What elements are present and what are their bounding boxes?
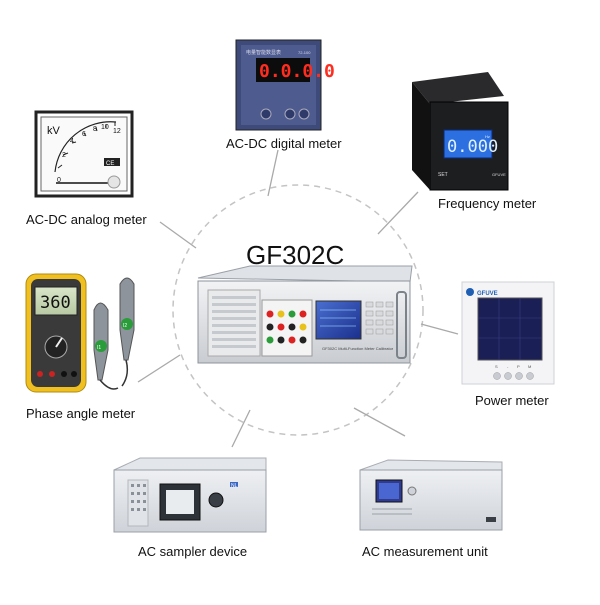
analog-meter: kV 0 2 4 6 8 10 12 CE — [34, 110, 134, 198]
calibrator-screen — [315, 300, 362, 340]
connector-sampler — [231, 409, 251, 448]
connector-power — [420, 323, 459, 335]
power-key-s: S — [495, 364, 498, 369]
digital-meter-model: 72-100 — [298, 50, 311, 55]
clamp-label-2: I2 — [123, 323, 127, 329]
analog-tick-4: 4 — [70, 138, 74, 145]
terminal-sockets — [266, 310, 307, 344]
gf302c-device: GF302C Multi-Function Meter Calibrator — [197, 265, 413, 364]
label-frequency-meter: Frequency meter — [438, 196, 537, 211]
frequency-meter: 0.000 Hz SET GFUVE — [412, 72, 509, 191]
connector-measure — [353, 407, 406, 437]
phase-angle-meter: 360 I1 I2 — [25, 273, 135, 393]
analog-tick-0: 0 — [57, 177, 61, 184]
connector-analog — [159, 221, 197, 249]
ac-sampler-device: NL — [113, 457, 267, 533]
analog-tick-2: 2 — [62, 152, 66, 159]
power-meter: GFUVE S - P M — [461, 281, 555, 385]
frequency-display: 0.000 — [447, 137, 498, 157]
analog-tick-12: 12 — [113, 128, 121, 135]
connector-frequency — [377, 191, 419, 235]
label-analog-meter: AC-DC analog meter — [26, 212, 147, 227]
analog-meter-unit: kV — [47, 125, 61, 137]
ac-measurement-unit — [359, 459, 503, 531]
frequency-unit: Hz — [485, 134, 490, 139]
label-power-meter: Power meter — [475, 393, 549, 408]
frequency-set-key: SET — [438, 172, 448, 178]
power-key-p: P — [517, 364, 520, 369]
power-key-m: M — [528, 364, 531, 369]
digital-meter-display: 0.0.0.0 — [259, 61, 335, 82]
analog-tick-8: 8 — [93, 126, 97, 133]
power-key-minus: - — [507, 364, 509, 369]
connector-lines — [137, 149, 459, 448]
label-phase-angle-meter: Phase angle meter — [26, 406, 136, 421]
keypad — [365, 301, 394, 335]
sampler-brand: NL — [231, 483, 238, 489]
digital-meter: 电量智能数显表 72-100 0.0.0.0 — [235, 39, 335, 131]
analog-meter-brand: CE — [106, 161, 114, 167]
clamp-label-1: I1 — [97, 345, 101, 351]
phase-display: 360 — [40, 293, 71, 313]
digital-meter-brand: 电量智能数显表 — [246, 49, 281, 56]
label-ac-sampler-device: AC sampler device — [138, 544, 248, 559]
frequency-brand: GFUVE — [492, 172, 506, 177]
connector-digital — [267, 149, 279, 197]
dashed-circle — [172, 184, 424, 436]
center-title: GF302C — [246, 240, 345, 270]
label-ac-measurement-unit: AC measurement unit — [362, 544, 488, 559]
connector-phase — [137, 354, 181, 383]
calibrator-front-text: GF302C Multi-Function Meter Calibrator — [322, 346, 394, 351]
analog-tick-10: 10 — [101, 124, 109, 131]
analog-tick-6: 6 — [82, 131, 86, 138]
label-digital-meter: AC-DC digital meter — [226, 136, 342, 151]
power-meter-brand: GFUVE — [477, 291, 498, 297]
